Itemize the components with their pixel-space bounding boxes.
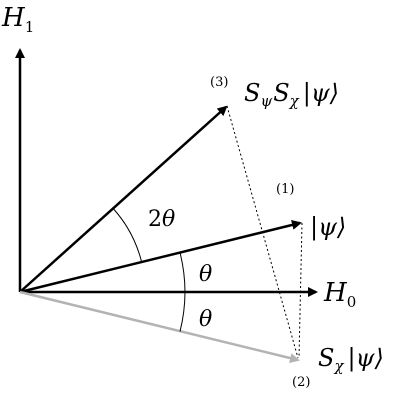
vector-rotated-number: (3)	[210, 75, 228, 90]
vector-reflected-number: (2)	[292, 375, 310, 390]
vector-reflected-label: Sχ|ψ⟩	[318, 344, 384, 375]
vector-psi-number: (1)	[276, 182, 294, 197]
h0-axis-label: H0	[323, 278, 356, 311]
dotted-connector-top	[226, 105, 299, 359]
angle-two-theta-label: 2θ	[148, 207, 175, 232]
angle-theta-lower-label: θ	[199, 307, 212, 332]
vector-rotated	[19, 105, 228, 293]
vector-psi-label: |ψ⟩	[310, 213, 346, 242]
dotted-connector-right	[298, 222, 303, 359]
vector-psi	[19, 220, 302, 294]
vector-rotated-label: SψSχ|ψ⟩	[244, 79, 339, 110]
h1-axis-label: H1	[1, 3, 34, 36]
angle-theta-upper-label: θ	[199, 262, 212, 287]
vector-reflected	[19, 290, 300, 363]
arc-theta-lower	[179, 291, 186, 332]
arc-theta-upper	[179, 252, 186, 293]
arc-two-theta	[113, 208, 143, 263]
